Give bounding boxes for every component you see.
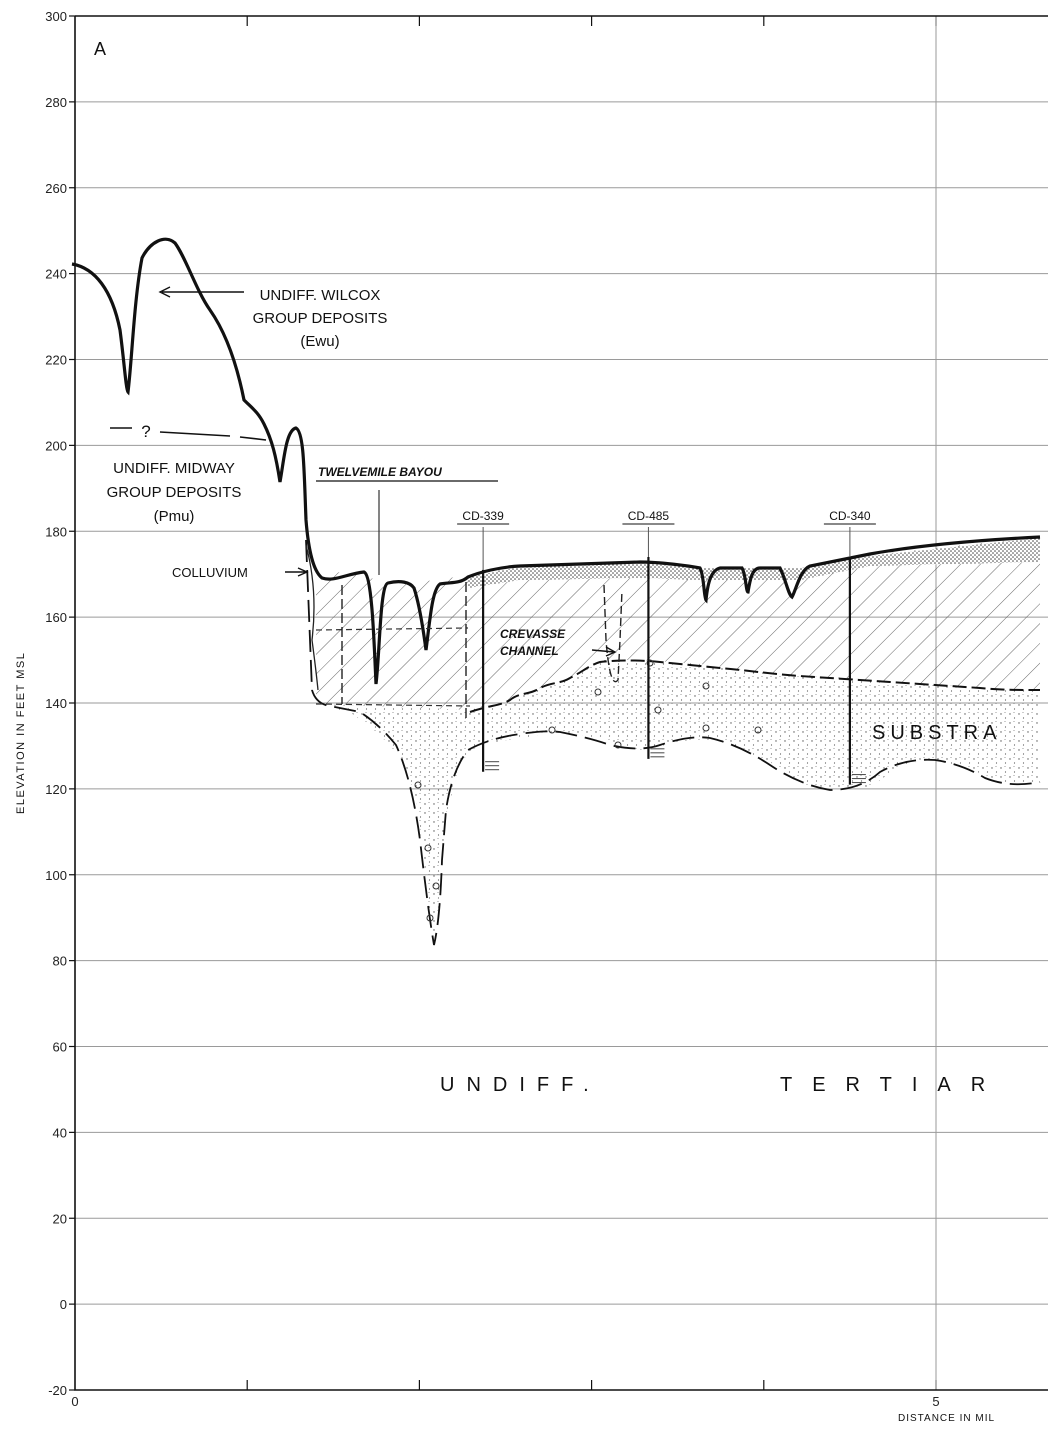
midway-label-line3: (Pmu) [154, 508, 195, 525]
boring-id-label: CD-485 [628, 509, 670, 523]
boring-logs: CD-339 CD-485 CD-340 [457, 509, 876, 785]
top-of-substratum-contact [469, 659, 1041, 713]
colluvium-label: COLLUVIUM [172, 565, 248, 580]
midway-label-line1: UNDIFF. MIDWAY [113, 460, 235, 477]
y-tick-label: 280 [45, 95, 67, 110]
y-tick-label: 60 [53, 1040, 67, 1055]
y-tick-label: 100 [45, 868, 67, 883]
crevasse-channel-outline [603, 584, 623, 683]
wilcox-pointer-arrow [158, 286, 244, 298]
stippled-substratum-sand [316, 660, 1040, 945]
ground-surface-profile [71, 237, 1041, 685]
substratum-label: SUBSTRA [872, 722, 1001, 744]
y-tick-label: 200 [45, 438, 67, 453]
y-tick-label: 80 [53, 954, 67, 969]
base-of-alluvium-contact [305, 539, 1041, 946]
tertiary-label-part1: UNDIFF. [440, 1074, 601, 1096]
bayou-label: TWELVEMILE BAYOU [318, 465, 442, 479]
y-tick-label: -20 [48, 1383, 67, 1398]
x-tick-label: 5 [932, 1394, 939, 1409]
y-axis-label: ELEVATION IN FEET MSL [15, 652, 27, 814]
panel-letter: A [94, 39, 106, 59]
y-axis-ticks: 3002802602402202001801601401201008060402… [45, 9, 75, 1398]
colluvium-pointer-arrow [285, 567, 309, 577]
gravel-symbols [414, 659, 762, 922]
crevasse-pointer-arrow [591, 646, 617, 657]
wilcox-label-line1: UNDIFF. WILCOX [260, 287, 381, 304]
y-tick-label: 140 [45, 696, 67, 711]
x-tick-label: 0 [71, 1394, 78, 1409]
surface-silt-band [468, 538, 1040, 588]
plot-frame [74, 15, 1048, 1391]
y-tick-label: 40 [53, 1125, 67, 1140]
midway-question-mark: ? [141, 422, 150, 441]
y-tick-label: 20 [53, 1211, 67, 1226]
y-tick-label: 220 [45, 353, 67, 368]
y-tick-label: 260 [45, 181, 67, 196]
y-tick-label: 300 [45, 9, 67, 24]
wilcox-midway-contact [110, 427, 267, 441]
boring-id-label: CD-339 [462, 509, 504, 523]
colluvium-wedge [305, 544, 319, 691]
y-tick-label: 180 [45, 524, 67, 539]
midway-label-line2: GROUP DEPOSITS [107, 484, 242, 501]
y-tick-label: 120 [45, 782, 67, 797]
wilcox-label-line3: (Ewu) [300, 333, 339, 350]
crevasse-label-line2: CHANNEL [500, 644, 559, 658]
x-axis-label: DISTANCE IN MIL [898, 1413, 995, 1424]
boring-id-label: CD-340 [829, 509, 871, 523]
wilcox-label-line2: GROUP DEPOSITS [253, 310, 388, 327]
y-tick-label: 240 [45, 267, 67, 282]
crevasse-label-line1: CREVASSE [500, 627, 566, 641]
abandoned-channel-walls [341, 582, 467, 718]
tertiary-label-part2: TERTIAR [780, 1074, 1005, 1096]
y-tick-label: 160 [45, 610, 67, 625]
y-tick-label: 0 [60, 1297, 67, 1312]
